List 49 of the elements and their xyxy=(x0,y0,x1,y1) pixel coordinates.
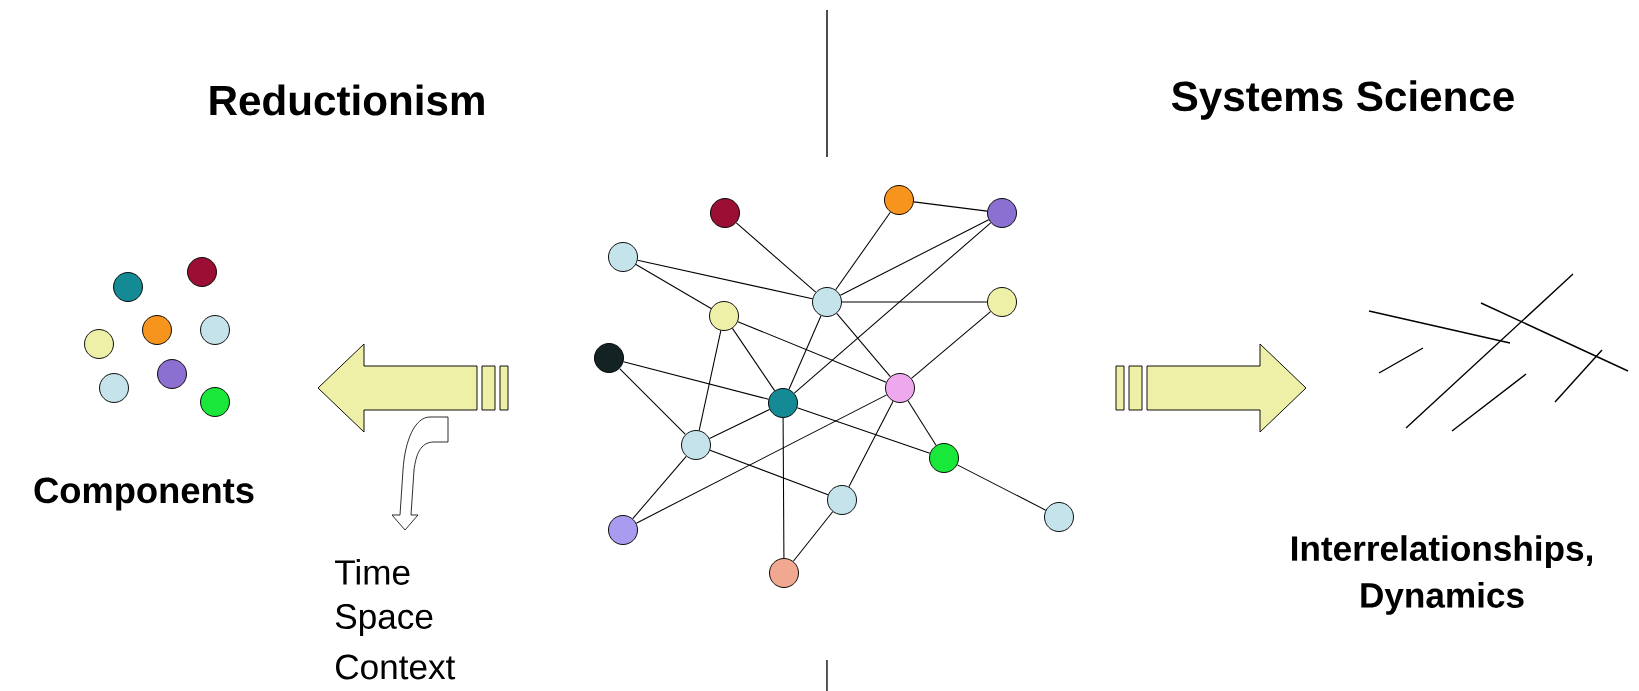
connector-line xyxy=(848,400,894,488)
network-node xyxy=(884,185,914,215)
connector-line xyxy=(635,264,712,309)
network-node xyxy=(987,198,1017,228)
connector-line xyxy=(635,394,888,524)
connector-line xyxy=(737,321,887,383)
network-node xyxy=(929,443,959,473)
connector-line xyxy=(709,409,771,439)
connector-line xyxy=(796,407,931,454)
network-node xyxy=(594,343,624,373)
caption-text: Context xyxy=(336,654,456,680)
caption-text: Time xyxy=(335,559,410,585)
network-node xyxy=(768,388,798,418)
connector-line xyxy=(782,417,785,559)
network-node xyxy=(885,373,915,403)
heading: Systems Science xyxy=(1171,80,1514,120)
connector-line xyxy=(835,211,891,291)
connector-line xyxy=(836,312,891,378)
connector-line xyxy=(788,315,822,390)
network-node xyxy=(608,242,638,272)
network-node xyxy=(987,287,1017,317)
connector-line xyxy=(623,361,769,400)
connector-line xyxy=(956,464,1047,511)
connector-line xyxy=(709,449,829,496)
network-node xyxy=(681,430,711,460)
connector-line xyxy=(637,259,813,300)
network-node xyxy=(827,485,857,515)
connector-line xyxy=(735,222,817,293)
connector-line xyxy=(913,201,988,212)
connector-line xyxy=(907,400,937,446)
network-node xyxy=(1044,502,1074,532)
network-node xyxy=(769,558,799,588)
connector-line xyxy=(619,368,686,435)
connector-line xyxy=(839,219,990,296)
network-node xyxy=(709,301,739,331)
caption-text: Interrelationships, Dynamics xyxy=(1292,535,1592,615)
connector-line xyxy=(841,301,988,303)
connector-line xyxy=(910,311,992,379)
connector-line xyxy=(793,222,992,394)
connector-line xyxy=(731,327,776,392)
caption-text: Components xyxy=(34,477,254,511)
connector-line xyxy=(632,455,687,520)
network-node xyxy=(608,515,638,545)
connector-line xyxy=(698,330,722,431)
heading: Reductionism xyxy=(210,84,484,116)
network-node xyxy=(812,287,842,317)
caption-text: Space xyxy=(335,604,433,636)
network-node xyxy=(710,198,740,228)
connector-line xyxy=(792,511,834,562)
